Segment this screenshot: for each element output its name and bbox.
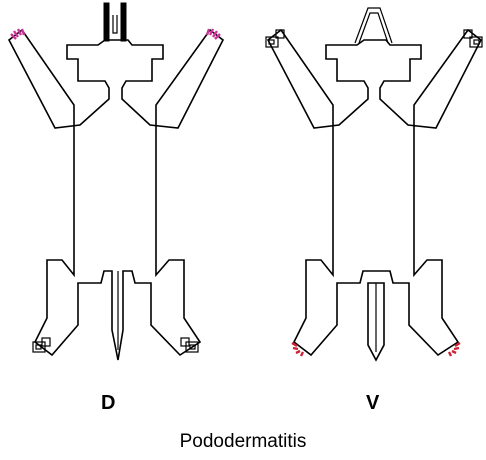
ventral-body-outline — [266, 28, 483, 357]
ventral-view-label: V — [366, 392, 380, 414]
ventral-hind-left-lesion — [291, 341, 305, 357]
dorsal-hind-left-paw-icon — [32, 337, 51, 353]
dorsal-hind-right-paw-icon — [180, 337, 199, 353]
ventral-hind-right-lesion — [447, 341, 461, 357]
ventral-front-right-paw-icon — [463, 29, 483, 48]
dorsal-front-right-lesion — [205, 28, 221, 40]
ventral-head-plate — [354, 7, 393, 44]
diagram-caption: Pododermatitis — [180, 431, 307, 452]
dorsal-body-outline — [7, 28, 225, 361]
ventral-tail — [367, 282, 385, 362]
dorsal-figure: D — [7, 2, 225, 414]
dorsal-head-plate-left — [103, 2, 110, 42]
dorsal-front-left-lesion — [10, 28, 26, 40]
dorsal-view-label: D — [101, 392, 115, 414]
ventral-figure: V — [265, 7, 483, 414]
ventral-front-left-paw-icon — [265, 29, 285, 48]
dorsal-head-plate-right — [120, 2, 127, 42]
dorsal-head-center-mark — [112, 15, 118, 34]
